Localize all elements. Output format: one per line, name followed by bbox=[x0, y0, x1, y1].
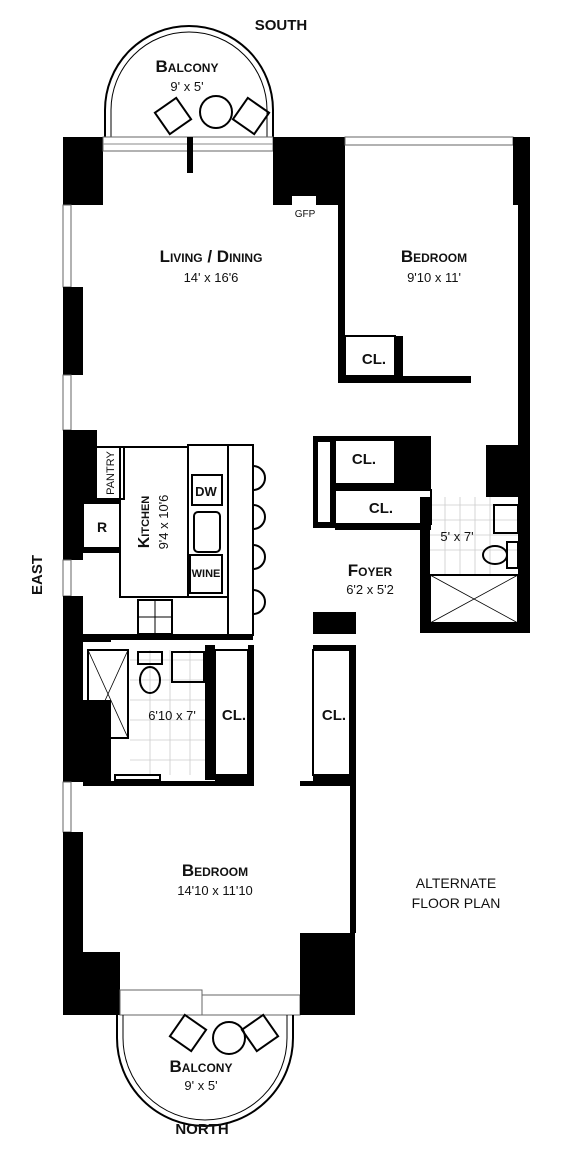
fridge-label: R bbox=[97, 519, 107, 535]
fireplace-label: GFP bbox=[295, 209, 316, 220]
balcony-chair-icon bbox=[168, 1013, 280, 1053]
closet-foyer-1 bbox=[334, 439, 396, 485]
balcony-south bbox=[104, 25, 274, 138]
closet-hall-right bbox=[312, 649, 351, 776]
living-dining-name: Living / Dining bbox=[160, 247, 263, 266]
breakfast-bar bbox=[227, 444, 254, 636]
toilet-icon bbox=[139, 666, 161, 694]
compass-south: SOUTH bbox=[255, 17, 308, 34]
closet-label: CL. bbox=[352, 451, 376, 468]
wine-label: WINE bbox=[192, 568, 221, 580]
shower-icon bbox=[429, 574, 519, 624]
dishwasher-label: DW bbox=[195, 484, 217, 499]
balcony-north bbox=[116, 1013, 294, 1127]
balcony-table-icon bbox=[212, 1021, 246, 1055]
closet-label: CL. bbox=[362, 351, 386, 368]
foyer-dims: 6'2 x 5'2 bbox=[346, 582, 394, 597]
balcony-north-name: Balcony bbox=[170, 1057, 233, 1076]
bedroom-south-dims: 9'10 x 11' bbox=[407, 270, 461, 285]
living-dining-dims: 14' x 16'6 bbox=[184, 270, 239, 285]
vanity-sink-icon bbox=[493, 504, 519, 534]
bath-west-fixtures bbox=[87, 649, 205, 781]
bath-east-dims: 5' x 7' bbox=[440, 529, 473, 544]
bar-stool-icon bbox=[252, 465, 266, 615]
closet-foyer-2 bbox=[334, 489, 432, 525]
bath-west-dims: 6'10 x 7' bbox=[148, 708, 196, 723]
compass-east: EAST bbox=[29, 555, 46, 595]
balcony-south-dims: 9' x 5' bbox=[170, 79, 203, 94]
wine-cooler bbox=[189, 554, 223, 594]
bath-east-fixtures bbox=[429, 497, 519, 624]
note-line-1: ALTERNATE bbox=[416, 875, 496, 891]
kitchen-name: Kitchen bbox=[136, 496, 153, 549]
vanity-sink-icon bbox=[171, 651, 205, 683]
balcony-north-dims: 9' x 5' bbox=[184, 1078, 217, 1093]
note-line-2: FLOOR PLAN bbox=[412, 895, 501, 911]
balcony-south-name: Balcony bbox=[156, 57, 219, 76]
closet-label: CL. bbox=[369, 500, 393, 517]
closet-bedroom-south bbox=[344, 335, 396, 377]
bedroom-north-name: Bedroom bbox=[182, 861, 248, 880]
pantry bbox=[95, 446, 125, 500]
pantry-label: PANTRY bbox=[105, 451, 117, 495]
balcony-table-icon bbox=[199, 95, 233, 129]
sink-icon bbox=[193, 511, 221, 553]
kitchen-dims: 9'4 x 10'6 bbox=[156, 495, 171, 550]
toilet-icon bbox=[482, 545, 508, 565]
balcony-chair-icon bbox=[153, 96, 271, 136]
kitchen-counter bbox=[119, 446, 189, 598]
shower-icon bbox=[87, 649, 129, 739]
foyer-name: Foyer bbox=[348, 561, 393, 580]
exterior-walls bbox=[62, 136, 530, 1016]
closet-label: CL. bbox=[322, 707, 346, 724]
bedroom-south-name: Bedroom bbox=[401, 247, 467, 266]
kitchen-fixtures bbox=[82, 444, 266, 636]
bedroom-north-dims: 14'10 x 11'10 bbox=[177, 883, 253, 898]
dishwasher bbox=[191, 474, 223, 506]
compass-north: NORTH bbox=[175, 1121, 228, 1138]
closet-hall-left bbox=[214, 649, 249, 776]
closet-label: CL. bbox=[222, 707, 246, 724]
